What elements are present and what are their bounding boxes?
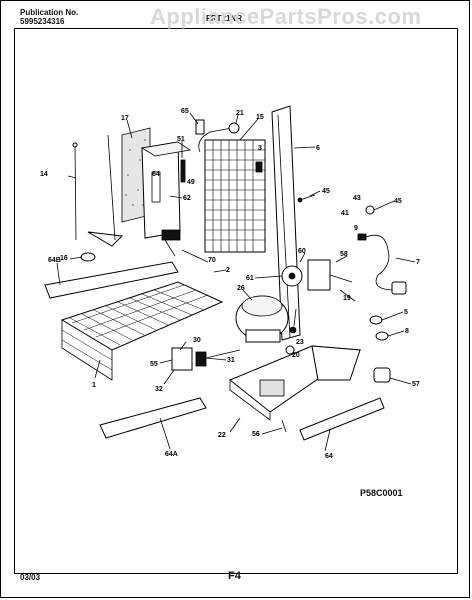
part-62-evaporator-cover — [140, 141, 192, 239]
callout-43: 43 — [353, 195, 361, 202]
callout-2: 2 — [226, 267, 230, 274]
part-57-grommet — [373, 367, 391, 383]
callout-1: 1 — [92, 382, 96, 389]
callout-64: 64 — [152, 171, 160, 178]
callout-64A: 64A — [165, 451, 178, 458]
callout-6: 6 — [316, 145, 320, 152]
callout-45b: 45 — [394, 198, 402, 205]
callout-60: 60 — [298, 248, 306, 255]
callout-7: 7 — [416, 259, 420, 266]
callout-19: 19 — [343, 295, 351, 302]
callout-5: 5 — [404, 309, 408, 316]
footer-date: 03/03 — [20, 573, 41, 582]
part-60-fan-motor — [281, 259, 353, 291]
callout-31: 31 — [227, 357, 235, 364]
callout-9: 9 — [354, 225, 358, 232]
callout-65: 65 — [181, 108, 189, 115]
part-wire — [107, 134, 116, 241]
callout-21: 21 — [236, 110, 244, 117]
publication-header: Publication No. 5995234316 — [20, 8, 78, 26]
callout-45: 45 — [322, 188, 330, 195]
part-1-condenser — [60, 281, 224, 381]
watermark: AppliancePartsPros.com — [150, 4, 422, 29]
callout-58: 58 — [340, 251, 348, 258]
diagram-border — [14, 28, 458, 574]
callout-30: 30 — [193, 337, 201, 344]
part-56-screw — [281, 419, 287, 433]
part-65-drier — [195, 119, 205, 135]
page-number: F4 — [228, 570, 241, 582]
part-22-base-pan — [229, 345, 362, 421]
callout-64B: 64B — [48, 257, 61, 264]
part-55-relay — [171, 347, 241, 371]
callout-23: 23 — [296, 339, 304, 346]
part-23-grommet — [289, 326, 297, 334]
part-64A-rail — [99, 397, 207, 439]
callout-17: 17 — [121, 115, 129, 122]
callout-16: 16 — [60, 255, 68, 262]
part-14-tube — [72, 142, 78, 241]
part-7-power-cord — [357, 205, 407, 295]
part-19-grommet — [285, 345, 295, 355]
leader-lines — [56, 112, 416, 452]
callout-49: 49 — [187, 179, 195, 186]
figure-code: P58C0001 — [360, 488, 403, 498]
publication-number: 5995234316 — [20, 17, 65, 26]
callout-20: 20 — [292, 352, 300, 359]
callout-32: 32 — [155, 386, 163, 393]
part-5-8-connector — [369, 315, 389, 341]
part-26-compressor — [235, 295, 289, 343]
part-45-screw — [297, 194, 316, 203]
callout-14: 14 — [40, 171, 48, 178]
callout-62: 62 — [183, 195, 191, 202]
part-49-heater — [180, 159, 186, 183]
part-64-thermostat — [161, 229, 181, 257]
callout-26: 26 — [237, 285, 245, 292]
part-21-fitting — [228, 122, 240, 134]
callout-55: 55 — [150, 361, 158, 368]
part-16-grommet — [80, 252, 96, 262]
callout-61: 61 — [246, 275, 254, 282]
part-3-clip — [255, 161, 263, 173]
part-64B-bracket — [44, 261, 179, 299]
callout-8: 8 — [405, 328, 409, 335]
part-64-rail — [299, 397, 385, 441]
callout-41: 41 — [341, 210, 349, 217]
callout-22: 22 — [218, 432, 226, 439]
callout-57: 57 — [412, 381, 420, 388]
part-15-evaporator-coil — [198, 127, 266, 253]
part-wedge — [87, 231, 124, 247]
publication-label: Publication No. — [20, 8, 79, 17]
callout-70: 70 — [208, 257, 216, 264]
callout-64-bottom: 64 — [325, 453, 333, 460]
callout-3: 3 — [258, 145, 262, 152]
model-number: FRT21NR — [206, 14, 243, 23]
callout-51: 51 — [177, 136, 185, 143]
callout-15: 15 — [256, 114, 264, 121]
callout-56: 56 — [252, 431, 260, 438]
callout-labels: 17 65 21 15 6 51 3 49 14 64 62 45 43 41 … — [40, 108, 420, 460]
